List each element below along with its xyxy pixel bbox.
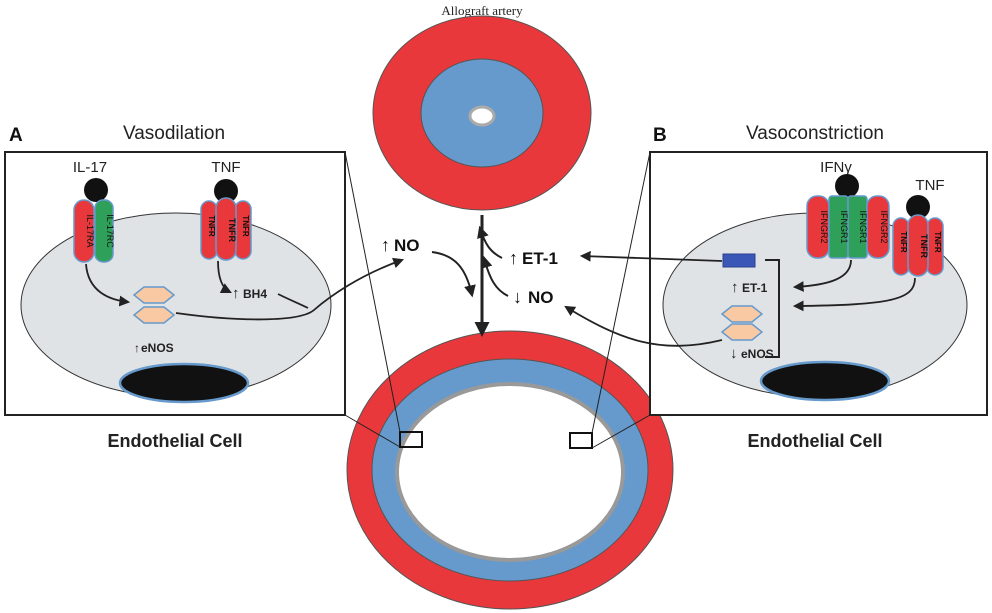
et1-b-up-arrow: ↑ [731,279,739,296]
receptor-ifngr1-label-1: IFNGR1 [839,210,849,243]
panel-a-caption: Endothelial Cell [107,431,242,451]
receptor-ifngr2-label-1: IFNGR2 [819,210,829,243]
zoom-box-right [569,432,593,449]
panel-b-letter: B [653,125,667,146]
receptor-tnfr-b: TNFR TNFR TNFR [892,214,944,277]
no-up-arrow: ↑ [381,235,390,255]
ligand-il17-ball [84,178,108,202]
et1-b-label: ET-1 [742,281,768,295]
et1-up-label: ET-1 [522,249,558,268]
arrow-no-down-to-axis [480,255,509,297]
panel-b-arrows [564,250,916,347]
lumen-top [468,105,496,127]
ligand-tnf-a-ball [214,179,238,203]
diagram-title: Allograft artery [441,3,523,18]
ligand-tnf-a: TNF [211,159,240,176]
lumen-bottom [395,382,625,562]
receptor-ifngr1-label-2: IFNGR1 [858,210,868,243]
receptor-tnfr-a: TNFR TNFR TNFR [200,197,252,261]
arrow-no-up-to-axis [431,251,476,298]
arrow-tnfr-b-to-bracket [792,277,916,312]
nucleus-b [759,360,891,402]
arrow-bh4-merge [277,293,309,309]
receptor-il17ra-label: IL-17RA [85,214,95,247]
ligand-tnf-b: TNF [915,177,944,194]
enos-b-label: eNOS [741,347,774,361]
bracket-b [765,259,780,358]
enos-a [132,286,176,324]
bh4-up-arrow: ↑ [232,285,240,302]
arrow-et1-to-center [579,250,723,262]
ligand-il17: IL-17 [73,159,107,176]
et1-up-arrow: ↑ [509,248,518,268]
panel-a-arrows [85,257,405,321]
zoom-lines [344,151,651,449]
panel-b-caption: Endothelial Cell [747,431,882,451]
bh4-label: BH4 [243,287,267,301]
arrow-et1-to-axis [477,225,503,259]
center-arrows [431,215,509,337]
receptor-tnfr-b-label-2: TNFR [919,234,929,258]
et1-box [722,253,756,268]
receptor-il17rc-label: IL-17RC [105,214,115,248]
panel-a-letter: A [9,125,23,146]
no-down-label: NO [528,288,554,307]
enos-a-up-arrow: ↑ [134,341,140,355]
ligand-tnf-b-ball [906,195,930,219]
receptor-tnfr-b-label-1: TNFR [899,231,908,253]
arrow-enos-to-no [175,257,405,321]
artery-cross-section-top [372,15,592,211]
receptor-ifngr: IFNGR2 IFNGR1 IFNGR1 IFNGR2 [806,195,890,259]
receptor-tnfr-a-label-1: TNFR [207,215,216,237]
panel-a-heading: Vasodilation [123,123,225,144]
receptor-tnfr-b-label-3: TNFR [933,231,942,253]
receptor-ifngr2-label-2: IFNGR2 [879,210,889,243]
arrow-enos-b-to-no [564,305,723,347]
enos-a-label: eNOS [141,341,174,355]
receptor-tnfr-a-label-3: TNFR [241,215,250,237]
no-up-label: NO [394,236,420,255]
artery-cross-section-bottom [346,330,674,610]
ligand-ifng: IFNγ [820,159,852,176]
no-down-arrow: ↓ [513,287,522,307]
receptor-il17: IL-17RA IL-17RC [73,199,115,263]
nucleus-a [118,362,250,404]
ligand-ifng-ball [835,174,859,198]
panel-b-heading: Vasoconstriction [746,123,884,144]
zoom-box-left [399,431,423,448]
enos-b-down-arrow: ↓ [730,345,738,362]
receptor-tnfr-a-label-2: TNFR [227,218,237,242]
enos-b [720,305,764,341]
arrow-il17-to-enos [85,263,131,307]
arrow-ifngr-to-bracket [792,259,852,292]
arrow-tnfr-to-bh4 [217,260,232,293]
